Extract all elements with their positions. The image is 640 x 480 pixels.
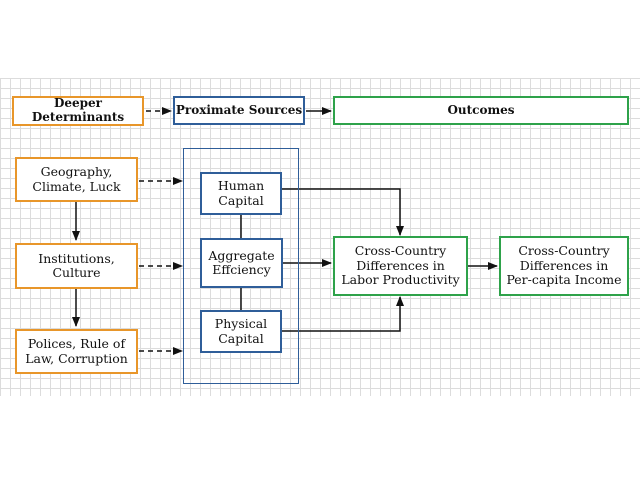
node-human-capital: Human Capital	[200, 172, 282, 215]
node-geography: Geography, Climate, Luck	[15, 157, 138, 202]
arrow-human-to-productivity	[282, 188, 404, 236]
node-physical-capital: Physical Capital	[200, 310, 282, 353]
legend-outcomes-label: Outcomes	[447, 102, 515, 117]
arrow-physical-to-productivity	[282, 296, 404, 332]
node-policies: Polices, Rule of Law, Corruption	[15, 329, 138, 374]
node-aggregate-efficiency-label: Aggregate Effciency	[208, 247, 275, 277]
node-labor-productivity-label: Cross-Country Differences in Labor Produ…	[341, 243, 460, 288]
legend-outcomes: Outcomes	[333, 96, 629, 125]
legend-deeper-determinants: Deeper Determinants	[12, 96, 144, 126]
node-institutions-label: Institutions, Culture	[38, 250, 115, 280]
legend-proximate-sources: Proximate Sources	[173, 96, 305, 125]
node-aggregate-efficiency: Aggregate Effciency	[200, 238, 283, 288]
node-physical-capital-label: Physical Capital	[214, 316, 268, 346]
node-labor-productivity: Cross-Country Differences in Labor Produ…	[333, 236, 468, 296]
node-geography-label: Geography, Climate, Luck	[32, 164, 121, 194]
node-policies-label: Polices, Rule of Law, Corruption	[25, 336, 128, 366]
node-human-capital-label: Human Capital	[217, 178, 265, 208]
legend-deeper-label: Deeper Determinants	[31, 96, 125, 124]
proximate-sources-frame	[183, 148, 299, 384]
node-percapita-income-label: Cross-Country Differences in Per-capita …	[506, 243, 622, 288]
node-percapita-income: Cross-Country Differences in Per-capita …	[499, 236, 629, 296]
node-institutions: Institutions, Culture	[15, 243, 138, 289]
legend-proximate-label: Proximate Sources	[175, 102, 303, 117]
